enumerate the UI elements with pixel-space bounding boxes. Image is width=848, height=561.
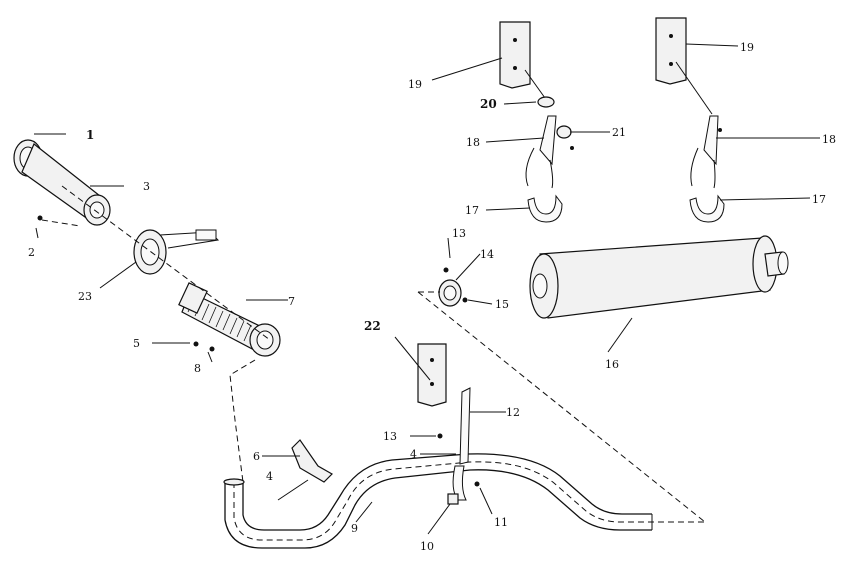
callout-4: 4 (266, 470, 273, 483)
callout-18: 18 (466, 136, 480, 149)
hanger-bracket-right (655, 17, 687, 85)
callout-19: 19 (408, 78, 422, 91)
center-hanger-assembly (417, 343, 480, 505)
callout-13: 13 (452, 227, 466, 240)
hanger-left-assembly (499, 21, 574, 223)
callout-10: 10 (420, 540, 434, 553)
muffler-assembly (529, 235, 789, 319)
hanger-strap-right (703, 115, 719, 166)
callout-21: 21 (612, 126, 626, 139)
flex-pipe-assembly (178, 282, 281, 357)
main-pipe (223, 453, 705, 549)
hanger-clip-right (689, 194, 725, 223)
hanger-bracket-left (499, 21, 531, 89)
callout-3: 3 (143, 180, 150, 193)
callout-19: 19 (740, 41, 754, 54)
callout-11: 11 (494, 516, 508, 529)
callout-17: 17 (465, 204, 479, 217)
hanger-clip-left (527, 194, 563, 223)
callout-5: 5 (133, 337, 140, 350)
flex-pipe-front-flange (178, 282, 208, 314)
callout-9: 9 (351, 522, 358, 535)
leader-lines (34, 43, 820, 535)
callout-7: 7 (288, 295, 295, 308)
callout-18: 18 (822, 133, 836, 146)
hanger-strap-left (539, 115, 557, 166)
callout-14: 14 (480, 248, 494, 261)
hanger-clip (452, 465, 467, 501)
callout-8: 8 (194, 362, 201, 375)
hanger-bracket (417, 343, 447, 407)
callout-23: 23 (78, 290, 92, 303)
callout-6: 6 (253, 450, 260, 463)
callout-4: 4 (410, 448, 417, 461)
callout-22: 22 (364, 319, 381, 333)
hanger-right-assembly (655, 17, 725, 223)
clamp-assembly (133, 229, 220, 275)
bracket (291, 439, 333, 483)
callout-20: 20 (480, 97, 497, 111)
hanger-strap (459, 387, 471, 465)
callout-labels: 1 2 3 4 4 5 6 7 8 9 10 11 12 13 13 14 15… (28, 41, 836, 553)
callout-2: 2 (28, 246, 35, 259)
washer (556, 125, 572, 139)
callout-15: 15 (495, 298, 509, 311)
front-pipe-assembly (13, 139, 111, 227)
bolt (37, 215, 43, 221)
callout-1: 1 (86, 128, 94, 142)
callout-17: 17 (812, 193, 826, 206)
muffler-body (539, 237, 771, 319)
muffler-clamp (438, 267, 468, 307)
callout-12: 12 (506, 406, 520, 419)
callout-13: 13 (383, 430, 397, 443)
callout-16: 16 (605, 358, 619, 371)
rubber-isolator (537, 96, 555, 108)
